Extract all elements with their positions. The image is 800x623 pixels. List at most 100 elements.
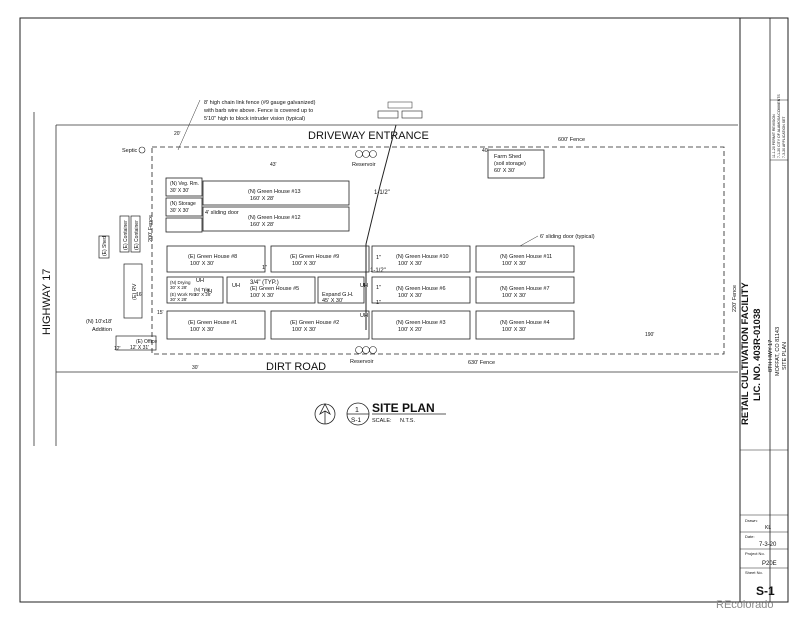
septic-tank bbox=[138, 146, 146, 154]
dirt-road-label: DIRT ROAD bbox=[266, 361, 326, 373]
gh9-name: (E) Green House #9 bbox=[290, 254, 339, 260]
shed bbox=[98, 235, 110, 259]
gh8-size: 100' X 30' bbox=[190, 261, 214, 267]
date-value: 7-3-20 bbox=[759, 542, 777, 548]
gh6-name: (N) Green House #6 bbox=[396, 286, 446, 292]
uh-label-3: UH bbox=[360, 283, 368, 289]
perimeter-fence bbox=[151, 146, 725, 355]
sheet-title: SITE PLAN bbox=[782, 342, 788, 370]
gh4-name: (N) Green House #4 bbox=[500, 320, 550, 326]
rv bbox=[123, 263, 143, 319]
plan-title: SITE PLAN bbox=[372, 401, 435, 415]
trim-size: 30' X 28' bbox=[194, 292, 211, 297]
uh-label-2: UH bbox=[232, 283, 240, 289]
farm-shed bbox=[487, 149, 545, 179]
storage-name: (N) Storage bbox=[170, 201, 196, 207]
greenhouse-13 bbox=[202, 180, 350, 206]
drying-size: 30' X 28' bbox=[170, 285, 187, 290]
gh10-size: 100' X 30' bbox=[398, 261, 422, 267]
fence-north-label: 600' Fence bbox=[558, 137, 585, 143]
dim-16: 16' bbox=[136, 292, 143, 298]
address-2: MOFFAT, CO 81143 bbox=[775, 327, 781, 376]
chain-link-callout-2: with barb wire above. Fence is covered u… bbox=[203, 108, 313, 114]
sheet-label: Sheet No. bbox=[745, 570, 763, 575]
uh-label-5: UH bbox=[204, 289, 212, 295]
dim-15: 15' bbox=[157, 310, 164, 316]
gh3-size: 100' X 20' bbox=[398, 327, 422, 333]
dim-43: 43' bbox=[270, 162, 277, 168]
revision-2: 7-1-20 CITY OF ALAMOSA COMMENTS bbox=[777, 94, 781, 158]
greenhouse-2 bbox=[270, 310, 370, 340]
greenhouse-12 bbox=[202, 206, 350, 232]
greenhouse-1 bbox=[166, 310, 266, 340]
revision-1: 11-1-20 PERMIT REVISION bbox=[772, 114, 776, 158]
dim-30: 30' bbox=[192, 365, 199, 371]
greenhouse-5 bbox=[226, 276, 316, 304]
fence-west-label: 200' Fence bbox=[148, 215, 154, 242]
gh1-size: 100' X 30' bbox=[190, 327, 214, 333]
trim-name: (N) Trim bbox=[194, 287, 210, 292]
gh12-name: (N) Green House #12 bbox=[248, 215, 301, 221]
office-size: 12' X 31' bbox=[130, 345, 149, 351]
meter-box bbox=[387, 101, 413, 109]
pipe-main bbox=[365, 124, 397, 330]
address-1: 8TH HWY 17 bbox=[768, 340, 774, 372]
gh7-size: 100' X 30' bbox=[502, 293, 526, 299]
revision-table bbox=[770, 99, 788, 161]
container-2-label: (E) Container bbox=[134, 220, 140, 250]
plan-number: 1 bbox=[355, 407, 359, 414]
electric-panel bbox=[401, 110, 423, 119]
title-block-fields bbox=[740, 449, 788, 569]
work-rm-size: 30' X 28' bbox=[170, 297, 187, 302]
addition-name: (N) 10'x18' bbox=[86, 319, 112, 325]
pipe-label-4: 1" bbox=[262, 265, 267, 271]
chain-link-callout: 8' high chain link fence (#9 gauge galva… bbox=[204, 100, 316, 106]
gh2-size: 100' X 30' bbox=[292, 327, 316, 333]
farm-shed-sub: (soil storage) bbox=[494, 161, 526, 167]
container-1 bbox=[119, 215, 130, 253]
greenhouse-11 bbox=[475, 245, 575, 273]
small-room bbox=[165, 217, 203, 233]
expand-greenhouse bbox=[317, 276, 365, 304]
pipe-label-5: 1" bbox=[376, 285, 381, 291]
greenhouse-4 bbox=[475, 310, 575, 340]
storage-size: 30' X 30' bbox=[170, 208, 189, 214]
plan-sheet-ref: S-1 bbox=[351, 417, 362, 424]
gh3-name: (N) Green House #3 bbox=[396, 320, 446, 326]
farm-shed-size: 60' X 30' bbox=[494, 168, 515, 174]
chain-link-leader bbox=[177, 99, 201, 151]
dim-20-top: 20' bbox=[174, 131, 181, 137]
gh5-size: 100' X 30' bbox=[250, 293, 274, 299]
gh11-size: 100' X 30' bbox=[502, 261, 526, 267]
gh11-name: (N) Green House #11 bbox=[500, 254, 552, 260]
sheet-value: S-1 bbox=[756, 584, 775, 598]
gh4-size: 100' X 30' bbox=[502, 327, 526, 333]
sliding-door-callout: 4' sliding door bbox=[205, 210, 239, 216]
gh1-name: (E) Green House #1 bbox=[188, 320, 237, 326]
scale-value: N.T.S. bbox=[400, 418, 415, 424]
work-rm-name: (E) Work Rm bbox=[170, 292, 196, 297]
reservoir-top bbox=[355, 150, 377, 158]
project-value: P20E bbox=[762, 561, 777, 567]
title-strip bbox=[769, 17, 789, 603]
container-1-label: (E) Container bbox=[123, 220, 129, 250]
expand-name: Expand G.H. bbox=[322, 292, 354, 298]
gh6-size: 100' X 30' bbox=[398, 293, 422, 299]
expand-size: 45' X 30' bbox=[322, 298, 343, 304]
rv-label: (E) RV bbox=[132, 283, 138, 300]
date-label: Date: bbox=[745, 534, 755, 539]
uh-label-1: UH bbox=[196, 278, 204, 284]
drying-name: (N) Drying bbox=[170, 280, 191, 285]
greenhouse-8 bbox=[166, 245, 266, 273]
electric-panel bbox=[377, 110, 399, 119]
office-name: (E) Office bbox=[136, 339, 157, 345]
dim-40: 40' bbox=[482, 148, 489, 154]
greenhouse-6 bbox=[371, 276, 471, 304]
plan-title-bubble bbox=[346, 402, 370, 426]
veg-room bbox=[165, 177, 203, 197]
north-arrow bbox=[314, 403, 336, 425]
highway-label: HIGHWAY 17 bbox=[41, 269, 53, 335]
drawn-value: KL bbox=[765, 525, 771, 531]
outer-border bbox=[19, 17, 789, 603]
